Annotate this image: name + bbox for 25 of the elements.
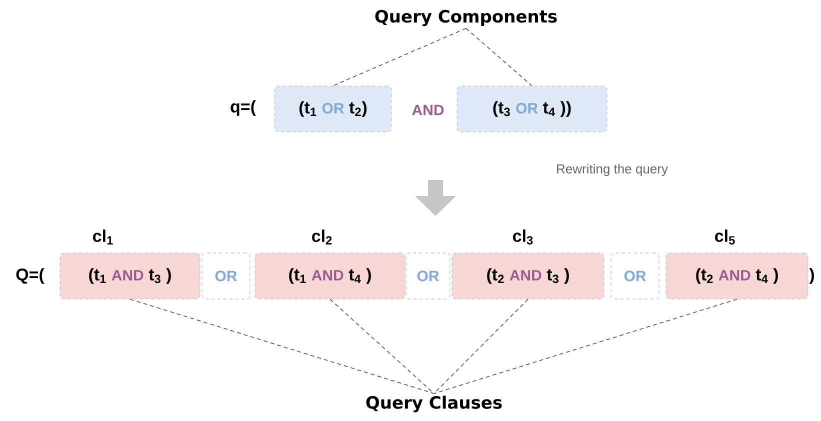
clause-label: cl$_{1}$ <box>93 230 113 244</box>
operator-box: OR <box>406 252 450 300</box>
clause-label: cl$_{3}$ <box>513 229 533 245</box>
formula-text: q=( <box>230 100 256 116</box>
leader-line <box>434 298 738 394</box>
clause-box: (t$_{2}$ AND t$_{4}$ ) <box>666 252 808 300</box>
leader-line <box>466 28 532 86</box>
clause-box: (t$_{1}$ AND t$_{4}$ ) <box>254 252 406 300</box>
leader-line <box>332 28 466 86</box>
component-box: (t$_{1}$ OR t$_{2}$) <box>274 86 392 132</box>
operator-box: OR <box>610 252 660 300</box>
heading-text: Query Components <box>375 10 557 26</box>
leader-line <box>434 298 528 394</box>
step-label: Rewriting the query <box>557 164 668 176</box>
leader-line <box>130 298 434 394</box>
leader-line <box>330 298 434 394</box>
operator-box: OR <box>202 252 250 300</box>
clause-label: cl$_{5}$ <box>715 230 735 244</box>
heading-text: Query Clauses <box>366 396 502 412</box>
operator-text: AND <box>412 104 444 116</box>
clause-box: (t$_{1}$ AND t$_{3}$ ) <box>60 252 200 300</box>
component-box: (t$_{3}$ OR t$_{4}$ )) <box>456 86 608 132</box>
formula-text: Q=( <box>16 268 44 284</box>
clause-label: cl$_{2}$ <box>312 230 332 244</box>
clause-box: (t$_{2}$ AND t$_{3}$ ) <box>452 252 604 300</box>
